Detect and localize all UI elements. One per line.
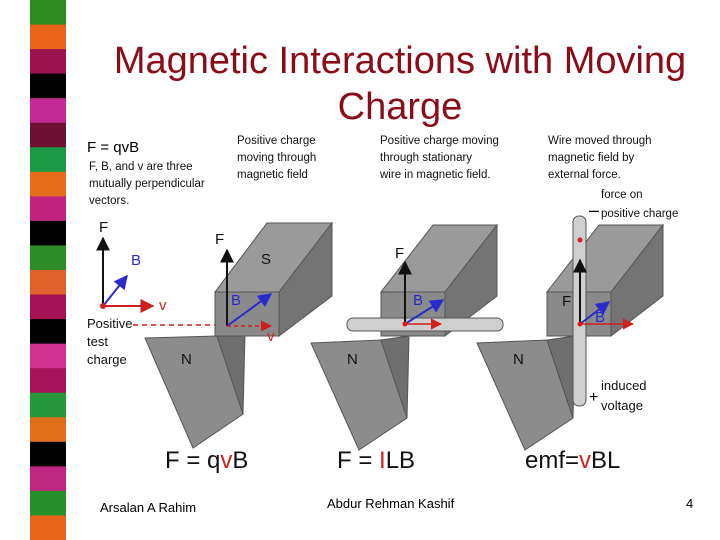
stripe-segment (30, 343, 66, 369)
panel3-induced-line2: voltage (601, 398, 643, 413)
panel3-pole-n: N (513, 351, 524, 368)
stripe-segment (30, 270, 66, 296)
stripe-segment (30, 245, 66, 271)
panel3-caption-line3: external force. (548, 169, 621, 181)
panel3-charge-dot (577, 321, 583, 327)
panel2-caption-line1: Positive charge moving (380, 135, 499, 147)
stripe-segment (30, 0, 66, 26)
stripe-segment (30, 368, 66, 394)
panel2-f-label: F (395, 245, 404, 262)
stripe-segment (30, 171, 66, 197)
equation-3: emf=vBL (525, 447, 620, 473)
panel3-magnet: N – + force on positive charge F B induc… (476, 189, 678, 451)
decorative-stripe (30, 0, 66, 540)
stripe-segment (30, 73, 66, 99)
stripe-segment (30, 466, 66, 492)
panel2-charge-dot (402, 321, 408, 327)
stripe-segment (30, 98, 66, 124)
panel1-magnet: S N F B v (144, 221, 334, 449)
note-line3: vectors. (89, 195, 129, 207)
panel3-caption-line1: Wire moved through (548, 135, 652, 147)
page-number: 4 (686, 496, 694, 511)
stripe-segment (30, 49, 66, 75)
stripe-segment (30, 515, 66, 540)
stripe-segment (30, 122, 66, 148)
formula-label: F = qvB (87, 139, 139, 156)
axis-v-label: v (159, 297, 167, 314)
equation-1: F = qvB (165, 447, 248, 473)
panel3-b-arrow (579, 301, 611, 325)
slide-title-line2: Charge (337, 86, 463, 128)
panel1-b-label: B (231, 292, 241, 309)
stripe-segment (30, 220, 66, 246)
axis-b-arrow (102, 274, 128, 307)
equation-2: F = ILB (337, 447, 415, 473)
stripe-segment (30, 196, 66, 222)
stripe-segment (30, 490, 66, 516)
panel3-force-line1: force on (601, 189, 643, 201)
stripe-segment (30, 147, 66, 173)
magnetic-force-figure: F = qvB F, B, and v are three mutually p… (87, 135, 678, 473)
panel2-caption-line2: through stationary (380, 152, 472, 164)
panel2-pole-n: N (347, 351, 358, 368)
footer-center: Abdur Rehman Kashif (327, 496, 455, 511)
panel3-caption-line2: magnetic field by (548, 152, 635, 164)
panel3-f-label: F (562, 293, 571, 310)
panel3-charge-dot-top (577, 237, 583, 243)
stripe-segment (30, 24, 66, 50)
panel3-plus-sign: + (589, 389, 598, 406)
panel1-pole-n: N (181, 351, 192, 368)
stripe-segment (30, 319, 66, 345)
vector-key: F = qvB F, B, and v are three mutually p… (87, 139, 225, 367)
panel3-minus-sign: – (589, 200, 599, 220)
test-charge-line1: Positive (87, 316, 133, 331)
axis-f-label: F (99, 219, 108, 236)
stripe-segment (30, 441, 66, 467)
panel1-caption-line3: magnetic field (237, 169, 308, 181)
panel1-v-label: v (267, 328, 275, 345)
panel1-b-arrow (226, 293, 273, 327)
note-line1: F, B, and v are three (89, 161, 193, 173)
panel1-pole-s: S (261, 251, 271, 268)
note-line2: mutually perpendicular (89, 178, 205, 190)
slide-title: Magnetic Interactions with Moving Charge (90, 38, 710, 130)
axis-b-label: B (131, 252, 141, 269)
panel3-induced-line1: induced (601, 378, 647, 393)
stripe-segment (30, 294, 66, 320)
panel1-f-label: F (215, 231, 224, 248)
panel1-caption-line1: Positive charge (237, 135, 316, 147)
panel2-caption-line3: wire in magnetic field. (379, 169, 491, 181)
panel2-b-arrow (404, 299, 445, 325)
slide-title-line1: Magnetic Interactions with Moving (113, 40, 687, 82)
panel3-b-label: B (595, 309, 605, 326)
test-charge-line3: charge (87, 352, 127, 367)
stripe-segment (30, 417, 66, 443)
panel2-magnet: N F B (310, 223, 504, 451)
panel2-b-label: B (413, 292, 423, 309)
test-charge-line2: test (87, 334, 108, 349)
footer-left: Arsalan A Rahim (100, 500, 197, 515)
test-charge-dot (100, 303, 106, 309)
panel3-force-line2: positive charge (601, 208, 678, 220)
panel1-caption-line2: moving through (237, 152, 316, 164)
stripe-segment (30, 392, 66, 418)
